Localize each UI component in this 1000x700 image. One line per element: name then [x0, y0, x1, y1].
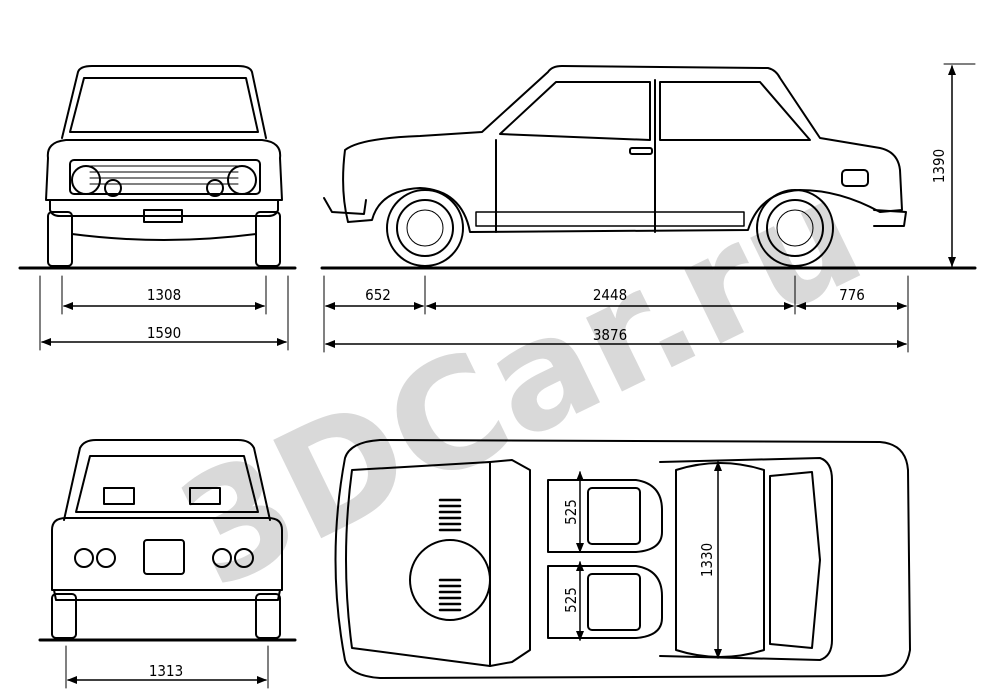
height-label: 1390 [930, 149, 948, 183]
front-view [18, 65, 297, 351]
rear-track-label: 1313 [149, 662, 183, 680]
overall-length-label: 3876 [593, 326, 627, 344]
rear-overhang-label: 776 [839, 286, 865, 304]
rear-view [38, 439, 297, 689]
front-track-label: 1308 [147, 286, 181, 304]
interior-width-label: 1330 [698, 543, 716, 577]
dimension-labels: 1308 1590 652 2448 776 3876 1390 1313 52… [147, 149, 948, 680]
rear-seat-width-label: 525 [562, 587, 580, 613]
wheelbase-label: 2448 [593, 286, 627, 304]
front-seat-width-label: 525 [562, 499, 580, 525]
overall-width-label: 1590 [147, 324, 181, 342]
front-overhang-label: 652 [365, 286, 391, 304]
top-view [334, 439, 911, 679]
watermark-text: 3DCar.ru [155, 146, 888, 623]
side-view [320, 63, 977, 353]
